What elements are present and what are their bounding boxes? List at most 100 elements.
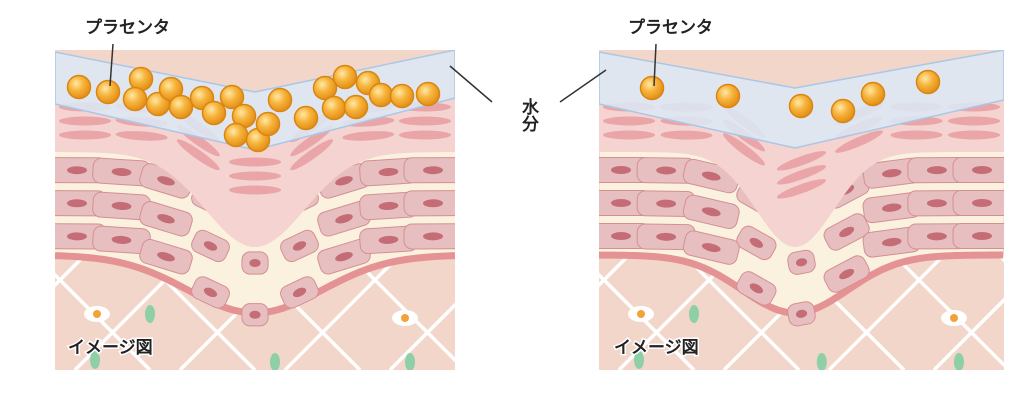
fibroblast-nucleus	[401, 314, 409, 322]
basal-cell	[862, 157, 921, 189]
epidermis-cell	[776, 151, 827, 171]
basal-cell-nucleus	[926, 232, 947, 241]
fiber-line	[388, 302, 455, 370]
basal-cell-nucleus	[795, 258, 808, 267]
basal-cell-nucleus	[882, 169, 902, 178]
basal-cell-nucleus	[292, 287, 307, 298]
placenta-particle	[223, 122, 249, 148]
epidermis-cell	[229, 157, 281, 167]
basal-cell	[823, 213, 870, 251]
basal-cell-nucleus	[335, 252, 353, 262]
green-cell	[634, 351, 644, 369]
basal-cell-nucleus	[67, 166, 87, 175]
basal-cell-nucleus	[749, 283, 764, 294]
placenta-particle	[860, 81, 886, 107]
placenta-particle	[168, 94, 194, 120]
placenta-particle	[415, 81, 441, 107]
basal-cell-nucleus	[701, 171, 721, 181]
basal-cell	[907, 157, 967, 184]
epidermis-cell	[948, 130, 1000, 140]
basal-cell-nucleus	[701, 243, 721, 253]
basal-cell-nucleus	[67, 199, 87, 208]
basal-cell-nucleus	[111, 167, 132, 177]
basal-cell-nucleus	[378, 235, 399, 244]
right-placenta-label: プラセンタ	[628, 17, 713, 38]
epidermis-cell	[776, 179, 827, 199]
basal-cell	[55, 157, 107, 184]
green-cell	[90, 351, 100, 369]
epidermis-cell	[399, 116, 451, 126]
basal-cell-nucleus	[972, 232, 992, 241]
green-cell	[405, 353, 415, 370]
fibroblast-nucleus	[950, 314, 958, 322]
green-cell	[689, 305, 699, 323]
basal-cell-nucleus	[611, 166, 631, 175]
basal-cells	[55, 157, 455, 327]
basal-cell	[787, 301, 816, 327]
fibroblast-nucleus	[637, 310, 645, 318]
placenta-particle	[332, 64, 358, 90]
basal-cell	[823, 255, 870, 293]
placenta-particle	[389, 83, 415, 109]
basal-cell	[191, 276, 230, 309]
basal-cell-nucleus	[656, 232, 677, 241]
epidermis-cell	[229, 171, 281, 181]
basal-cell-nucleus	[656, 166, 677, 175]
placenta-particle	[95, 79, 121, 105]
fiber-line	[932, 297, 1004, 370]
epidermis-cell	[115, 131, 168, 141]
basal-cell-nucleus	[749, 237, 764, 248]
fiber-line	[599, 272, 696, 370]
epidermis-cell	[603, 116, 655, 126]
basal-cell-nucleus	[611, 232, 631, 241]
basal-cell-nucleus	[335, 214, 353, 224]
basal-cell-nucleus	[378, 167, 399, 177]
placenta-particle	[122, 86, 148, 112]
basal-cell-nucleus	[203, 287, 218, 298]
basal-cell-nucleus	[157, 252, 175, 262]
epidermis-cell	[835, 130, 883, 153]
basal-cell-nucleus	[203, 241, 218, 251]
water-label: 水分	[518, 97, 539, 133]
basal-cell	[403, 190, 455, 217]
basal-cell	[191, 229, 230, 263]
basal-cell-nucleus	[972, 199, 992, 208]
green-cell	[270, 353, 280, 370]
basal-cell	[736, 225, 777, 261]
epidermis-cell	[342, 131, 395, 141]
basal-cell	[403, 223, 455, 250]
epidermis-cell	[776, 165, 827, 185]
epidermis-cell	[290, 139, 334, 171]
basal-cell-nucleus	[249, 259, 261, 267]
placenta-particle	[830, 98, 856, 124]
basal-cell-nucleus	[423, 232, 443, 241]
basal-cell-nucleus	[292, 241, 307, 251]
basal-cell-nucleus	[249, 310, 261, 319]
basal-cell-nucleus	[111, 235, 132, 244]
basal-cell-nucleus	[157, 214, 175, 224]
epidermis-cell	[603, 130, 655, 140]
basal-cell	[907, 223, 967, 250]
epidermis-cell	[229, 185, 281, 195]
basal-cell	[359, 225, 418, 255]
epidermis-cell	[176, 139, 220, 171]
basal-cell-nucleus	[972, 166, 992, 175]
fiber-line	[0, 190, 45, 370]
basal-cell-nucleus	[335, 176, 353, 186]
placenta-particle	[915, 69, 941, 95]
basal-cell	[787, 249, 816, 275]
basal-cell	[952, 190, 1004, 217]
basal-cell	[907, 190, 967, 217]
placenta-particle	[66, 74, 92, 100]
epidermis-cell	[723, 133, 765, 166]
basal-cell-nucleus	[839, 268, 855, 280]
placenta-particle	[312, 75, 338, 101]
basal-cell	[952, 157, 1004, 184]
basal-cell	[682, 194, 740, 230]
epidermis-cell	[59, 130, 111, 140]
epidermis-cell	[890, 130, 943, 140]
basal-cell	[403, 157, 455, 184]
left-placenta-particles	[66, 64, 441, 153]
water-pointer-left	[449, 65, 493, 103]
placenta-particle	[219, 84, 245, 110]
